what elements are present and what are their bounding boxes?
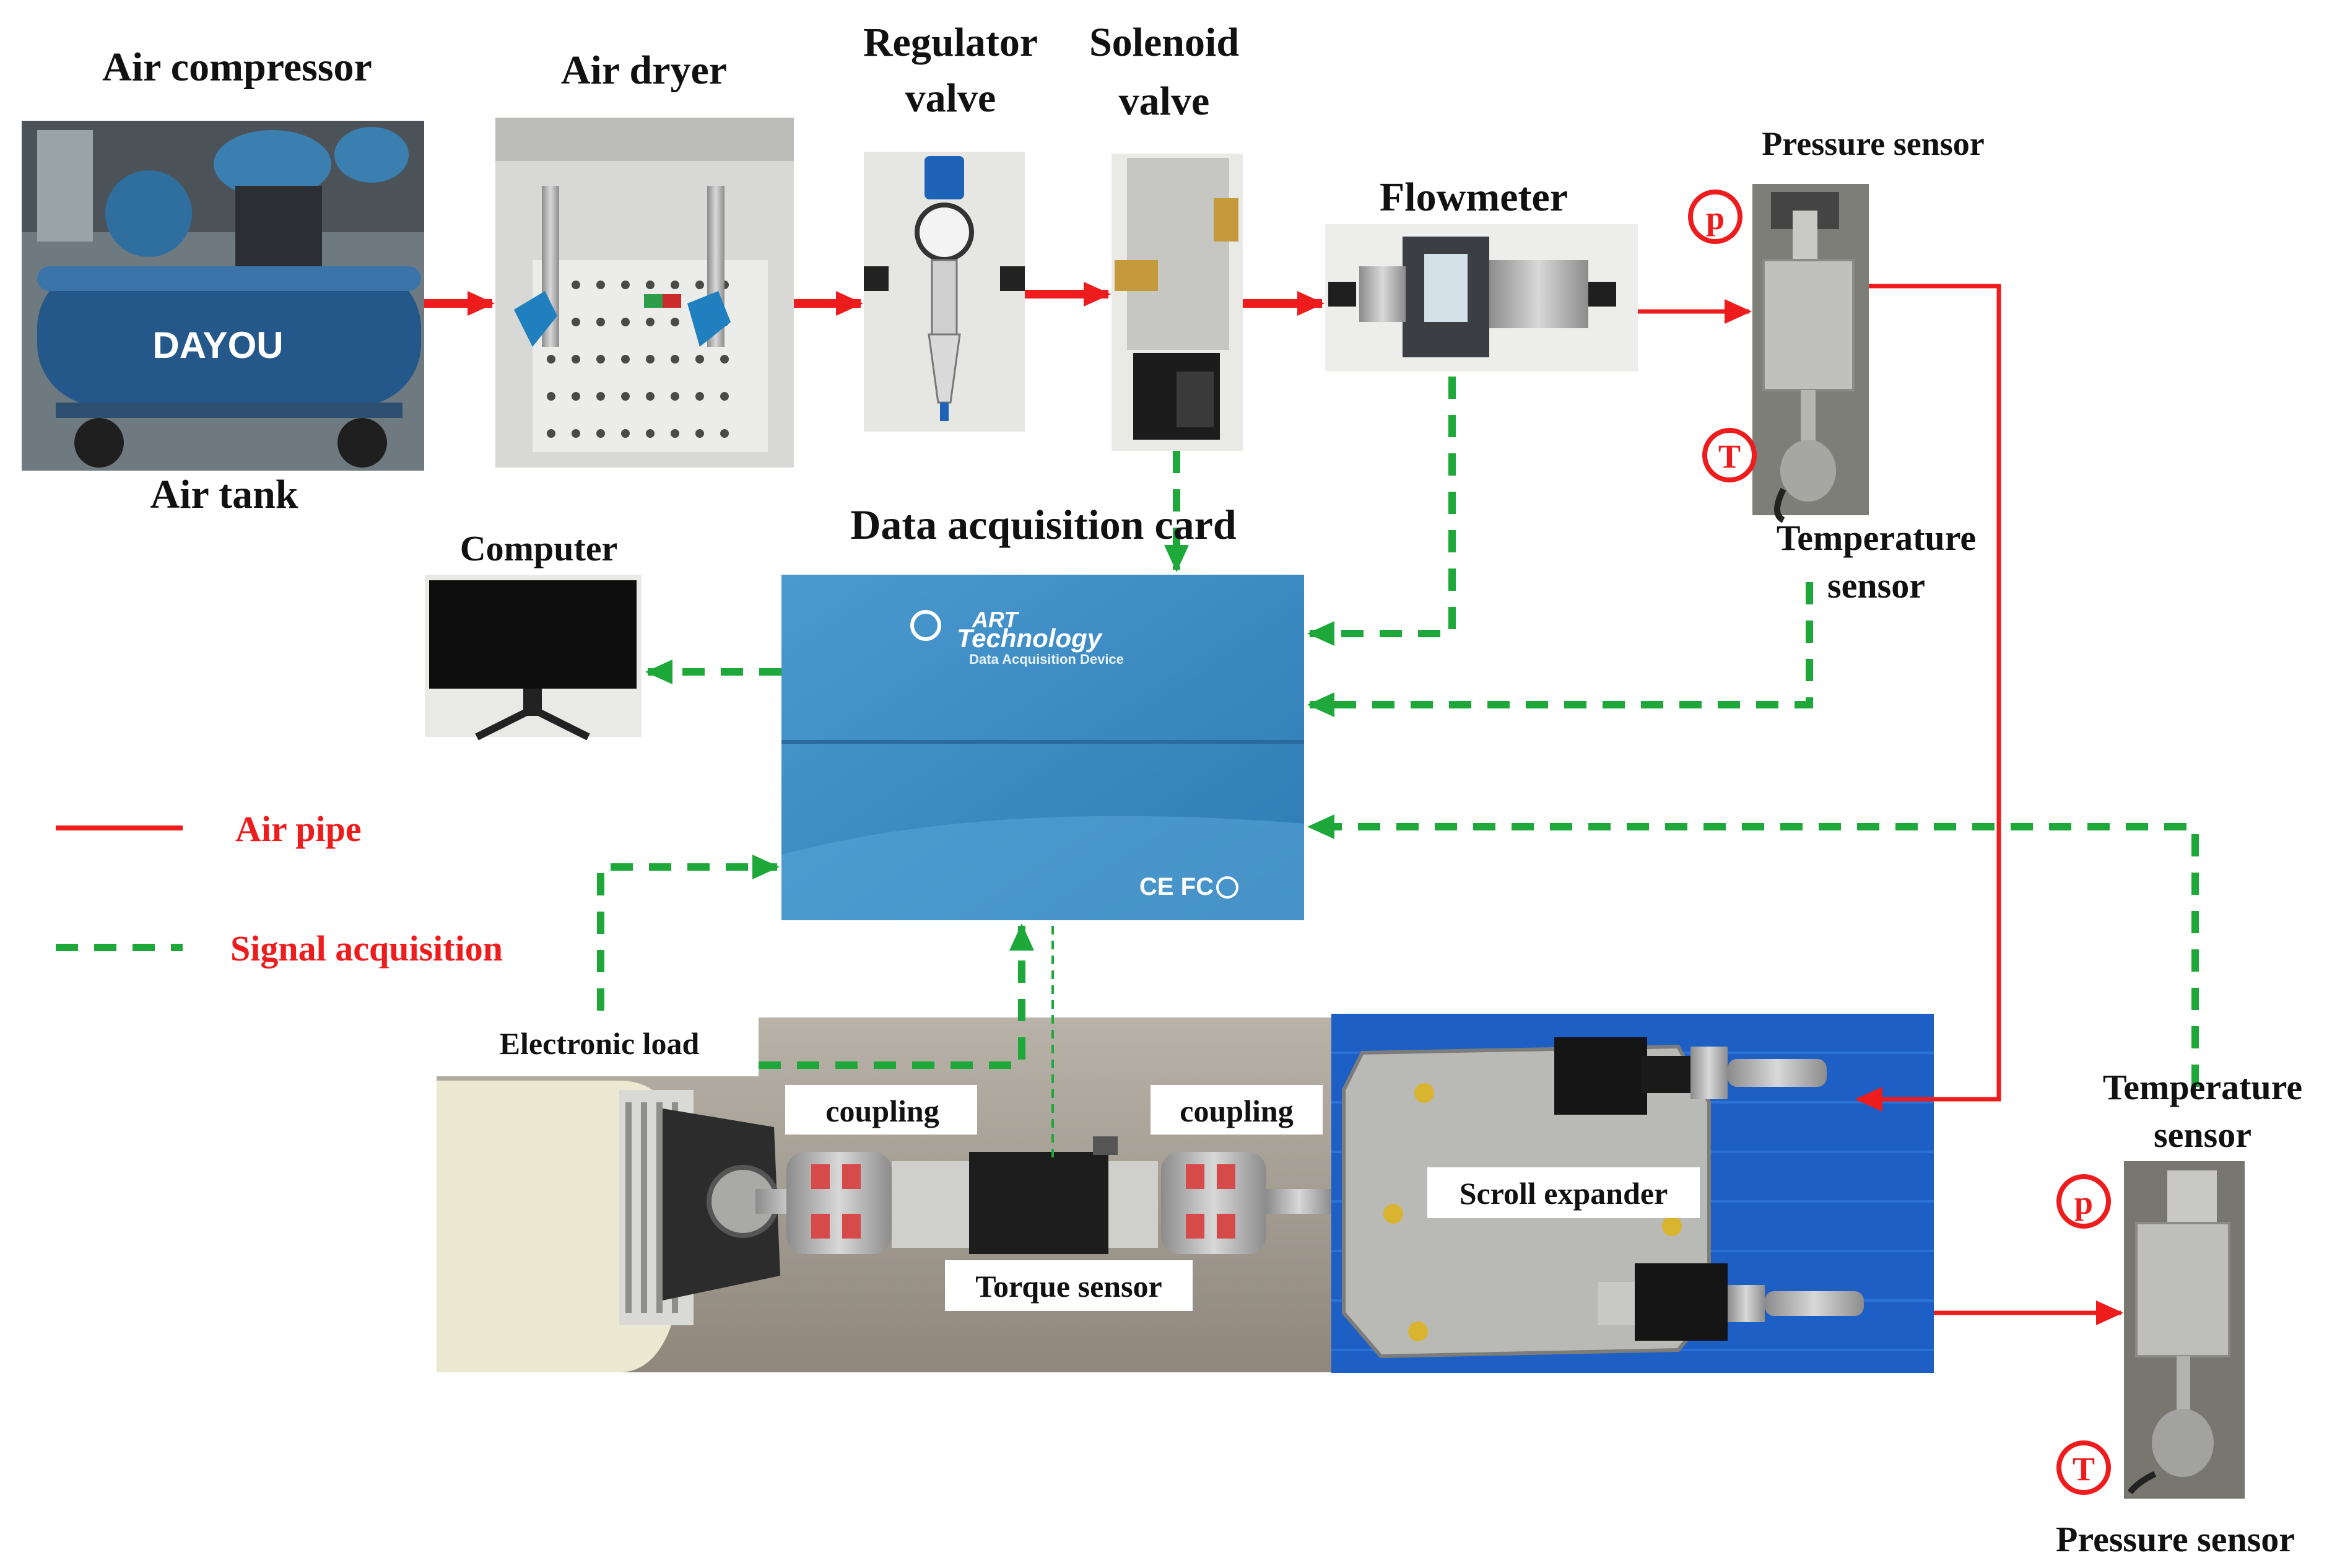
scroll-expander-label: Scroll expander: [1460, 1176, 1668, 1211]
torque-sensor-label: Torque sensor: [975, 1269, 1162, 1304]
legend: Air pipe Signal acquisition: [56, 809, 503, 969]
sensor-t-mark-top: T: [1702, 428, 1757, 482]
temperature-sensor-top-label-line1: Temperature: [1777, 518, 1976, 558]
signal-lines: [597, 377, 2199, 1087]
air-compressor-photo: DAYOU: [22, 121, 424, 471]
temperature-sensor-top-label-line2: sensor: [1827, 565, 1925, 606]
air-pipe-lines: [424, 282, 2123, 1325]
test-bench-photo: [437, 1017, 1331, 1372]
temperature-sensor-bottom-label-line2: sensor: [2154, 1115, 2252, 1155]
daq-brand-line2: Technology: [957, 624, 1103, 653]
coupling-left-label-box: [785, 1085, 977, 1135]
compressor-brand: DAYOU: [152, 324, 283, 366]
sensor-p-mark-top: p: [1688, 189, 1742, 244]
signal-torque-sensor-to-daq: [759, 923, 1034, 1069]
legend-air-pipe-label: Air pipe: [235, 809, 362, 849]
torque-sensor-label-box: [945, 1260, 1193, 1311]
sensor-t-mark-top-label: T: [1718, 438, 1741, 475]
pressure-sensor-bottom-label: Pressure sensor: [2056, 1519, 2295, 1559]
sensor-p-mark-bottom: p: [2056, 1174, 2111, 1229]
sensor-p-mark-top-label: p: [1706, 199, 1725, 237]
pressure-sensor-top-label: Pressure sensor: [1762, 125, 1984, 162]
solenoid-valve-photo: [1112, 154, 1243, 451]
air-tank-label: Air tank: [150, 472, 298, 517]
sensor-block-top-photo: [1752, 184, 1869, 523]
air-dryer-photo: [495, 118, 794, 468]
computer-label: Computer: [460, 528, 618, 568]
coupling-left-label: coupling: [825, 1094, 939, 1128]
data-acquisition-card-photo: ART Technology Data Acquisition Device C…: [781, 575, 1304, 920]
daq-certification-marks: CE FC: [1139, 873, 1214, 900]
regulator-valve-label-line1: Regulator: [863, 20, 1038, 65]
computer-photo: [425, 575, 642, 741]
solenoid-valve-label-line2: valve: [1119, 79, 1210, 124]
signal-temperature-top-to-daq: [1307, 582, 1813, 717]
sensor-p-mark-bottom-label: p: [2074, 1184, 2093, 1221]
legend-signal-acquisition-label: Signal acquisition: [230, 928, 503, 969]
regulator-valve-label-line2: valve: [905, 76, 996, 121]
flowmeter-photo: [1325, 224, 1638, 372]
daq-subtitle: Data Acquisition Device: [969, 651, 1124, 667]
air-dryer-label: Air dryer: [561, 48, 727, 93]
solenoid-valve-label-line1: Solenoid: [1089, 20, 1239, 65]
signal-electronic-load-to-daq: [597, 855, 780, 1011]
electronic-load-label: Electronic load: [500, 1026, 700, 1061]
pipe-sensor-to-expander: [1855, 284, 2001, 1112]
sensor-t-mark-bottom-label: T: [2073, 1450, 2095, 1487]
sensor-block-bottom-photo: [2124, 1161, 2245, 1499]
sensor-t-mark-bottom: T: [2056, 1440, 2111, 1495]
scroll-expander-label-box: [1427, 1167, 1700, 1218]
air-compressor-label: Air compressor: [102, 45, 372, 90]
scroll-expander-photo: [1331, 1014, 1934, 1373]
coupling-right-label-box: [1151, 1085, 1323, 1135]
flowmeter-label: Flowmeter: [1380, 175, 1568, 220]
coupling-right-label: coupling: [1180, 1094, 1293, 1128]
signal-flowmeter-to-daq: [1307, 377, 1456, 646]
temperature-sensor-bottom-label-line1: Temperature: [2103, 1067, 2302, 1107]
daq-brand-line1: ART: [972, 607, 1019, 632]
regulator-valve-photo: [864, 152, 1025, 432]
data-acquisition-card-label: Data acquisition card: [850, 501, 1237, 548]
signal-outlet-sensor-to-daq: [1307, 814, 2199, 1087]
